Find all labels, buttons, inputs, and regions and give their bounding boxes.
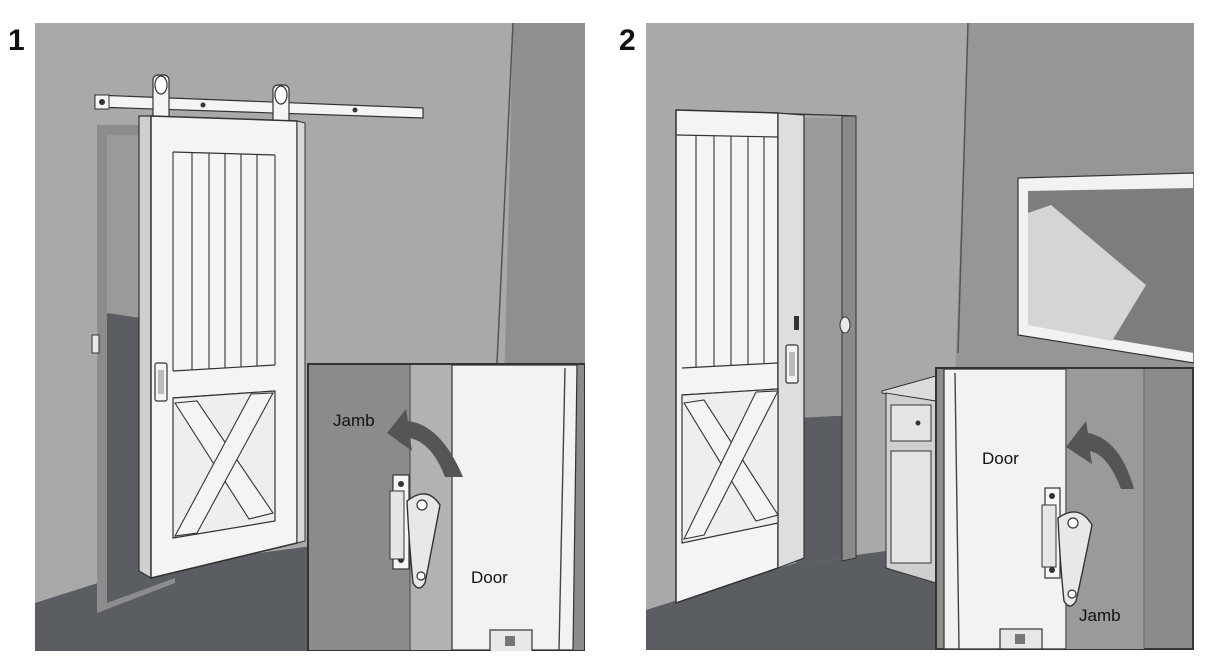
door-label-2: Door: [982, 449, 1019, 468]
barn-door-closed: [675, 109, 805, 605]
jamb-label: Jamb: [333, 411, 375, 430]
step-1-illustration: Jamb Door: [35, 23, 585, 651]
inset-detail-2: Door Jamb: [935, 367, 1194, 650]
step-number-1: 1: [8, 24, 25, 57]
inset-detail: Jamb Door: [307, 363, 585, 651]
barn-door: [150, 115, 298, 579]
rotation-arrow: [387, 409, 463, 477]
rotation-arrow-2: [1066, 421, 1134, 489]
step-2-illustration: Door Jamb: [646, 23, 1194, 650]
wall-mirror: [1017, 172, 1194, 364]
latch-hook: [406, 493, 441, 589]
step-number-2: 2: [619, 24, 636, 57]
door-label: Door: [471, 568, 508, 587]
jamb-label-2: Jamb: [1079, 606, 1121, 625]
